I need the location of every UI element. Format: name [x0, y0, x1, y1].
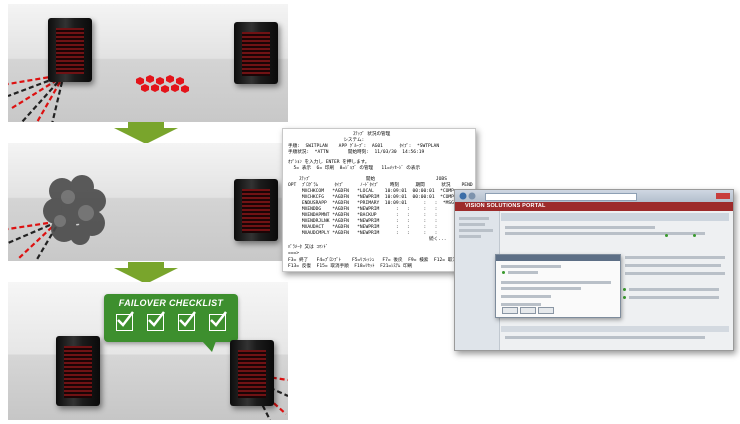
terminal-line: MXENDRJLNK *AGDFN *NEWPRIM : : : :: [288, 219, 438, 224]
table-row[interactable]: [625, 272, 725, 275]
portal-tabbar[interactable]: [501, 213, 729, 221]
dialog-button[interactable]: [538, 307, 554, 314]
checkbox-checked-icon: [116, 311, 134, 331]
portal-sidebar: [455, 211, 500, 350]
terminal-line: ｵﾌﾟｼｮﾝ を入力し ENTER を押します。: [288, 160, 370, 165]
portal-header: [455, 202, 733, 211]
terminal-line: F3= 終了 F4=ﾌﾟﾛﾝﾌﾟﾄ F5=ﾘﾌﾚｯｼｭ F7= 後戻 F9= 検…: [288, 258, 457, 263]
smoke-cloud-icon: [43, 175, 106, 245]
switch-dialog: [495, 254, 621, 318]
table-row[interactable]: [625, 256, 725, 259]
failover-checklist: FAILOVER CHECKLIST: [104, 294, 238, 352]
terminal-line: 5= 表示 6= 印刷 8=ｼﾞｮﾌﾞ の管理 11=ﾒｯｾｰｼﾞ の表示: [288, 166, 421, 171]
terminal-line: 続く...: [288, 237, 447, 242]
lower-table-header: [501, 326, 729, 332]
table-row[interactable]: [629, 288, 719, 291]
terminal-line: ｽﾃｯﾌﾟ 状況の管理: [353, 132, 391, 137]
browser-chrome: [455, 190, 733, 202]
server-tower-icon: [56, 336, 100, 406]
terminal-line: ===>: [288, 251, 300, 256]
terminal-line: 手順: SWITPLAN APP ｸﾞﾙｰﾌﾟ: AG01 ﾀｲﾌﾟ: *SWT…: [288, 144, 440, 149]
terminal-line: MXAUDACT *AGDFN *NEWPRIM : : : :: [288, 225, 438, 230]
scene-server-failure: [8, 143, 288, 261]
down-arrow-icon: [114, 262, 178, 284]
portal-brand: VISION SOLUTIONS PORTAL: [465, 203, 546, 209]
scene-normal-operation: [8, 4, 288, 122]
switch-procedure-terminal: ｽﾃｯﾌﾟ 状況の管理 システム: 手順: SWITPLAN APP ｸﾞﾙｰﾌ…: [282, 128, 476, 272]
status-ok-icon: [502, 271, 505, 274]
table-row[interactable]: [505, 232, 705, 235]
dialog-title-bar: [496, 255, 620, 261]
server-tower-icon: [234, 179, 278, 241]
checkbox-checked-icon: [147, 311, 165, 331]
vision-solutions-portal-window: VISION SOLUTIONS PORTAL: [454, 189, 734, 351]
terminal-line: MXENDDG *AGDFN *NEWPRIM : : : :: [288, 207, 438, 212]
server-tower-icon: [48, 18, 92, 82]
table-row[interactable]: [505, 226, 655, 229]
terminal-line: システム:: [288, 138, 365, 143]
terminal-line: ﾊﾟﾗﾒｰﾀ 又は ｺﾏﾝﾄﾞ: [288, 245, 328, 250]
terminal-line: MXAUDCMPLY *AGDFN *NEWPRIM : : : :: [288, 231, 438, 236]
table-row[interactable]: [629, 296, 719, 299]
server-tower-icon: [234, 22, 278, 84]
checkbox-checked-icon: [178, 311, 196, 331]
terminal-line: MXENDAPMNT *AGDFN *BACKUP : : : :: [288, 213, 438, 218]
table-row[interactable]: [505, 336, 705, 339]
checklist-title: FAILOVER CHECKLIST: [118, 298, 224, 308]
terminal-line: MXCHKCOM *AGDFN *LOCAL 10:09:01 00:00:01…: [288, 189, 454, 194]
dialog-button[interactable]: [520, 307, 536, 314]
table-row[interactable]: [625, 264, 721, 267]
terminal-line: ｽﾃｯﾌﾟ 開始 JOBS: [288, 177, 447, 182]
terminal-line: 手順状況: *ATTN 開始時刻: 11/03/30 14:56:19: [288, 150, 425, 155]
scene-failover: FAILOVER CHECKLIST: [8, 282, 288, 420]
status-ok-icon: [623, 288, 626, 291]
select-field[interactable]: [501, 295, 551, 298]
dialog-button[interactable]: [502, 307, 518, 314]
terminal-line: ENDUSRAPP *AGDFN *PRIMARY 10:09:01 : : *…: [288, 201, 474, 206]
close-button[interactable]: [716, 193, 730, 199]
terminal-line: F13= 反復 F15= 取消手順 F18=ﾘｾｯﾄ F21=ｼｽﾃﾑ 印刷: [288, 264, 413, 269]
server-tower-icon: [230, 340, 274, 406]
terminal-line: MXCHKCFG *AGDFN *NEWPRIM 10:09:01 00:00:…: [288, 195, 454, 200]
red-hexagon-icon: [136, 75, 189, 93]
status-ok-icon: [623, 296, 626, 299]
checkbox-checked-icon: [209, 311, 227, 331]
cables-left: [8, 221, 57, 261]
address-bar[interactable]: [485, 193, 637, 201]
status-ok-icon: [665, 234, 668, 237]
down-arrow-icon: [114, 122, 178, 144]
terminal-line: OPT ﾌﾟﾛｸﾞﾗﾑ ﾀｲﾌﾟ ﾉｰﾄﾞﾀｲﾌﾟ 時刻 期間 状況 PEND: [288, 183, 473, 188]
back-forward-icon: [459, 192, 476, 200]
status-ok-icon: [693, 234, 696, 237]
